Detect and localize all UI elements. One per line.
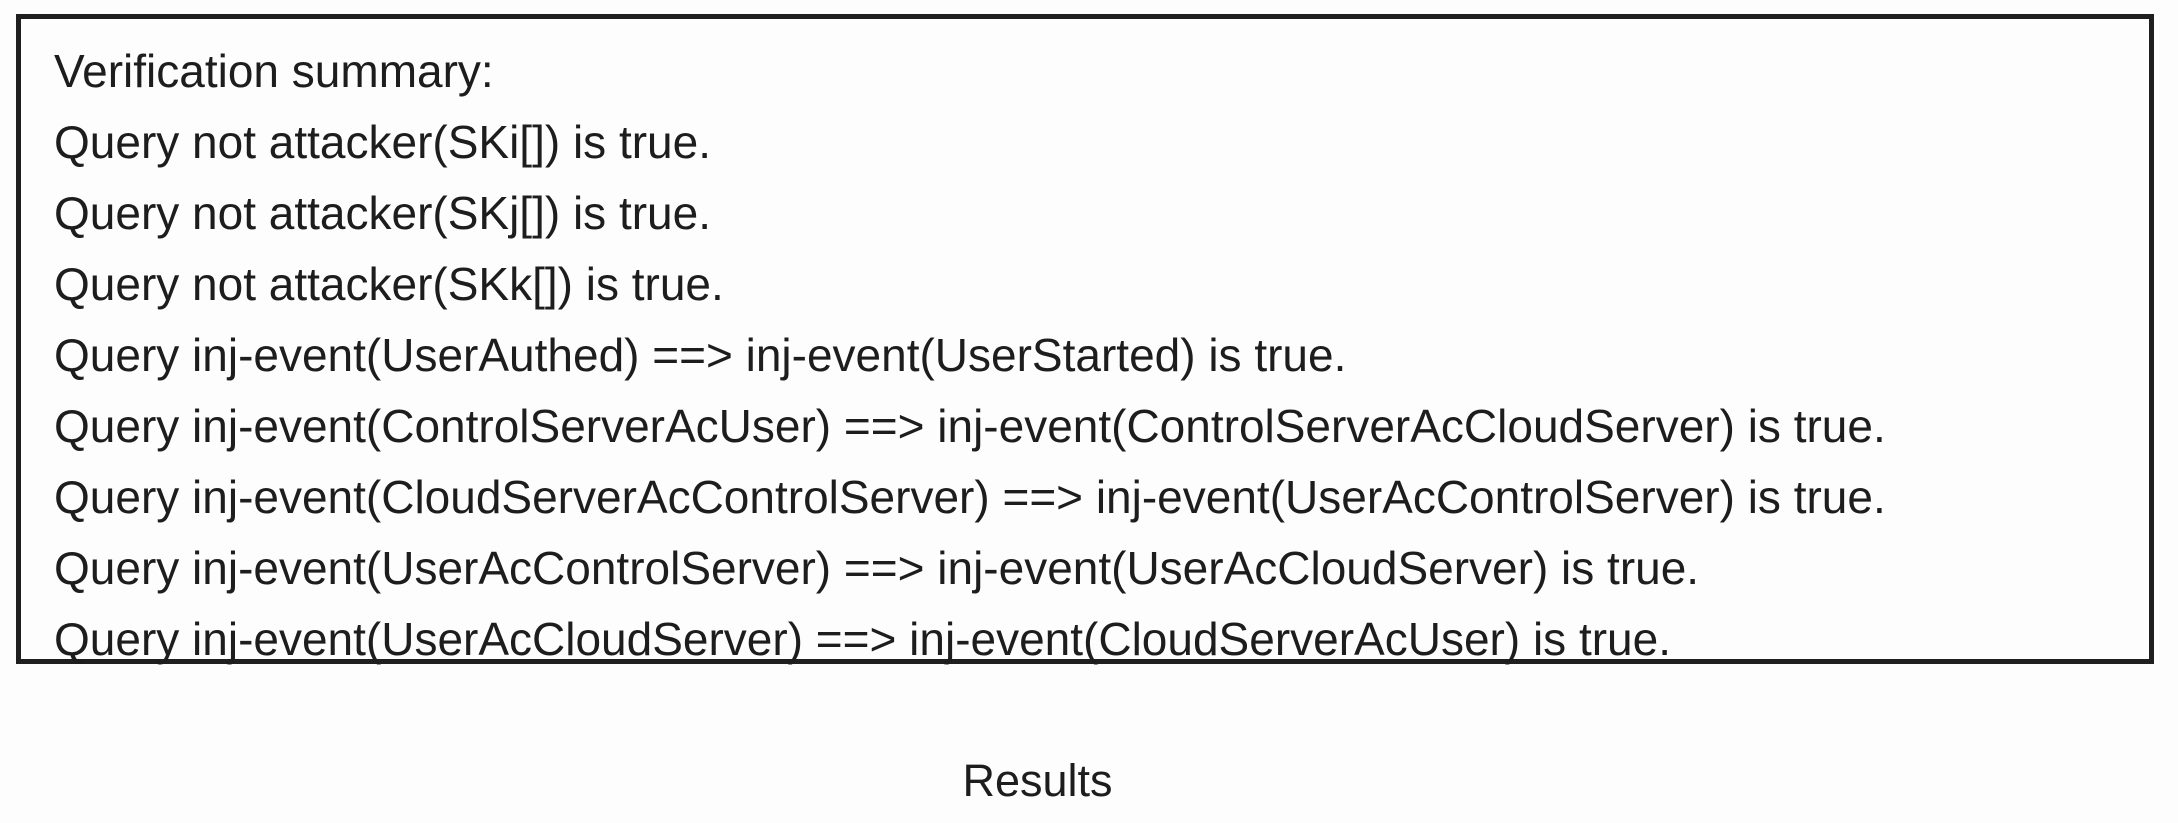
verification-line: Query inj-event(CloudServerAcControlServ… xyxy=(54,471,1886,523)
verification-line: Query not attacker(SKk[]) is true. xyxy=(54,258,724,310)
verification-summary-heading: Verification summary: xyxy=(54,45,494,97)
verification-line: Query inj-event(UserAcCloudServer) ==> i… xyxy=(54,613,1671,665)
verification-summary-box: Verification summary: Query not attacker… xyxy=(16,14,2154,665)
verification-line: Query not attacker(SKi[]) is true. xyxy=(54,116,712,168)
verification-line: Query not attacker(SKj[]) is true. xyxy=(54,187,712,239)
verification-line: Query inj-event(ControlServerAcUser) ==>… xyxy=(54,400,1886,452)
verification-line: Query inj-event(UserAuthed) ==> inj-even… xyxy=(54,329,1347,381)
results-caption: Results xyxy=(962,755,1113,806)
verification-line: Query inj-event(UserAcControlServer) ==>… xyxy=(54,542,1700,594)
